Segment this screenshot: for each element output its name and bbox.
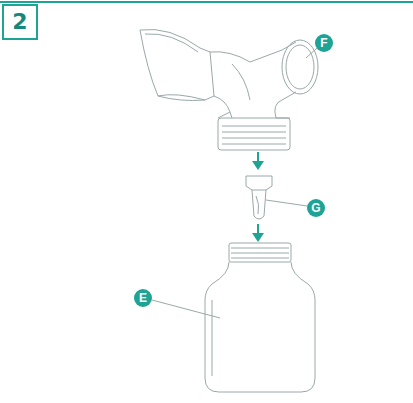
side-port xyxy=(282,40,318,94)
callout-letter: E xyxy=(134,289,152,307)
step-number: 2 xyxy=(12,11,27,33)
bottle-highlight xyxy=(212,300,213,376)
callout-letter: F xyxy=(315,34,333,52)
leader-line xyxy=(152,300,220,318)
assembly-arrow xyxy=(257,224,259,234)
callout-disc xyxy=(315,34,333,52)
top-rule xyxy=(0,1,413,3)
bottle-threads xyxy=(231,248,289,258)
step-badge: 2 xyxy=(2,4,38,40)
funnel-flange xyxy=(140,29,214,100)
threaded-collar xyxy=(218,118,290,150)
assembly-arrow xyxy=(257,152,259,162)
pump-body xyxy=(210,42,296,118)
flange-rim xyxy=(158,95,205,100)
pump-body xyxy=(230,112,290,118)
bottle-body xyxy=(205,262,315,392)
collar-threads xyxy=(222,126,286,144)
side-port-inner xyxy=(286,45,314,89)
body-shade xyxy=(232,64,250,100)
callout-disc xyxy=(134,289,152,307)
arrow-head xyxy=(252,161,264,170)
leader-line xyxy=(266,200,307,206)
valve-slit xyxy=(256,196,259,214)
flange-rim xyxy=(145,34,198,52)
valve-duckbill xyxy=(252,190,266,219)
arrow-head xyxy=(252,233,264,242)
callout-disc xyxy=(307,199,325,217)
callout-letter: G xyxy=(307,199,325,217)
bottle-neck xyxy=(229,243,291,262)
leader-line xyxy=(306,48,317,58)
valve-cap xyxy=(246,176,272,190)
